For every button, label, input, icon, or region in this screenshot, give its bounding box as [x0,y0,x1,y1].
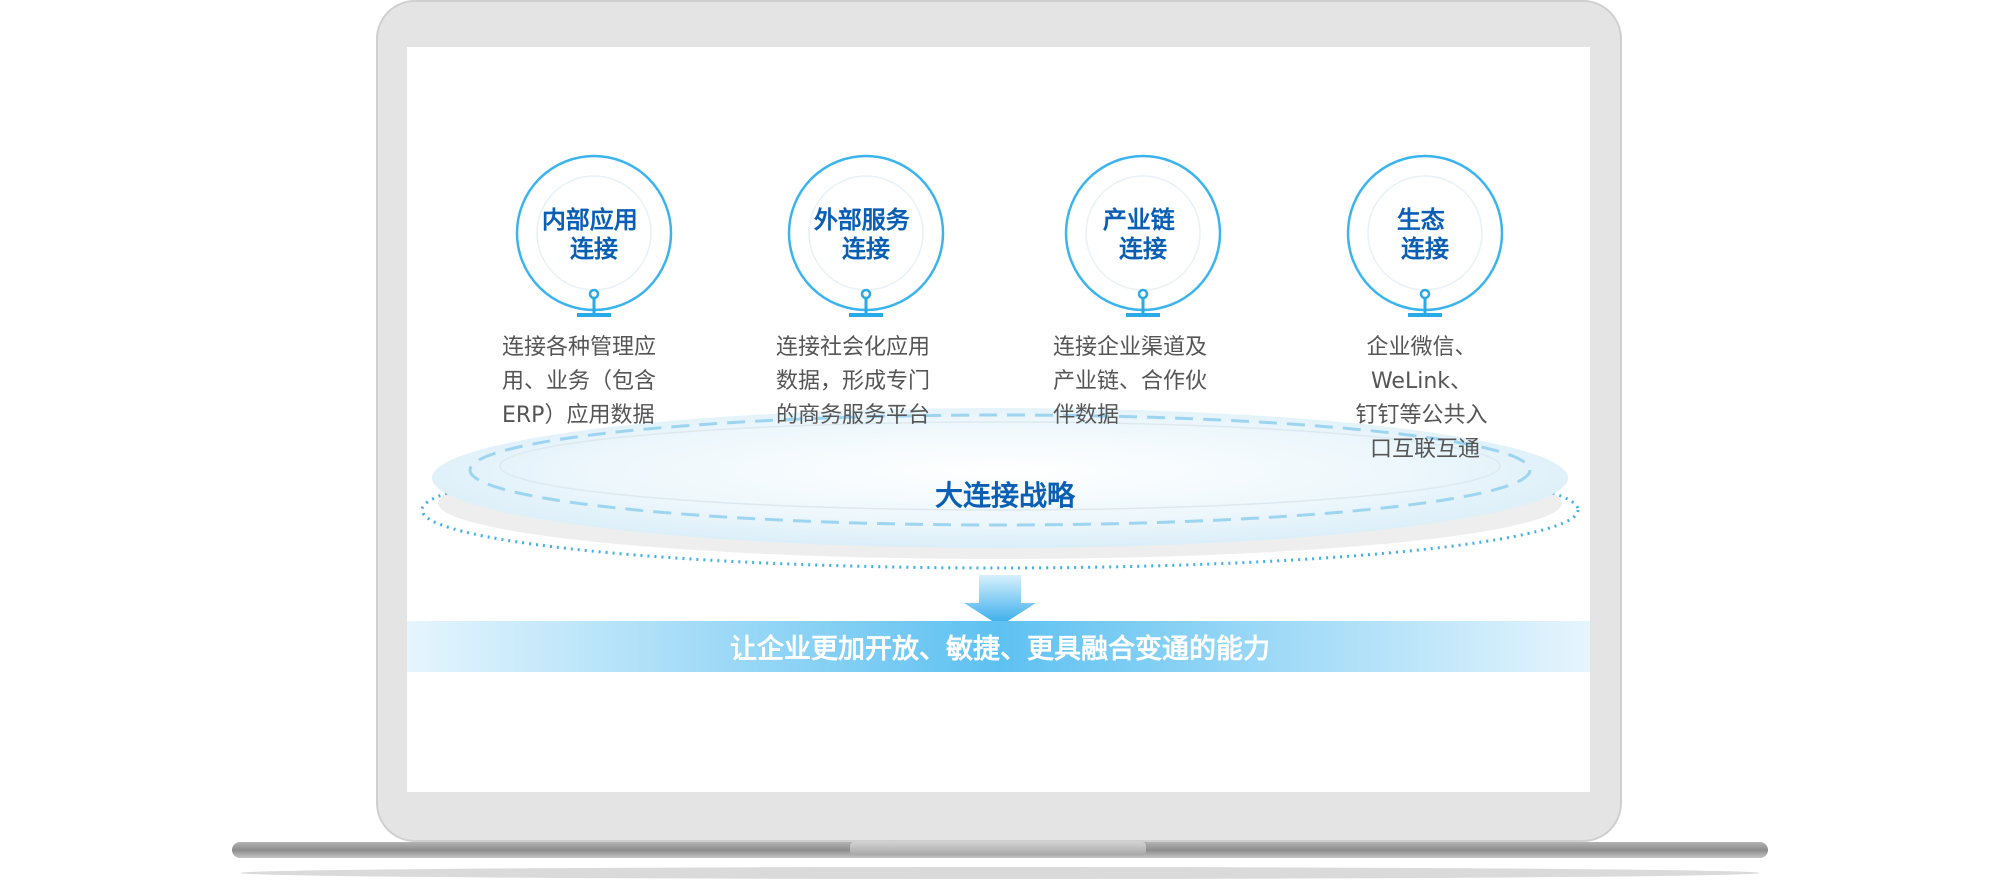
node-desc-line: 连接各种管理应 [502,335,656,360]
node-title-line: 生态 [1397,206,1445,234]
pin-connector-icon [1408,288,1442,317]
node-title-line: 外部服务 [814,206,911,234]
node-external-service: 外部服务 连接 连接社会化应用 数据，形成专门 的商务服务平台 [776,154,945,428]
node-desc: 连接各种管理应 用、业务（包含 ERP）应用数据 [502,335,663,428]
node-desc-line: 用、业务（包含 [502,369,656,394]
banner-text: 让企业更加开放、敏捷、更具融合变通的能力 [730,633,1270,665]
node-title-line: 连接 [1401,235,1449,263]
node-title: 产业链 连接 [1103,206,1183,263]
node-title-line: 连接 [570,235,618,263]
node-desc-line: 数据，形成专门 [776,369,930,394]
down-arrow-icon [964,575,1036,626]
platform-dashed-ring [468,413,1532,527]
node-title: 外部服务 连接 [814,206,918,263]
node-title: 内部应用 连接 [542,206,646,263]
pin-connector-icon [577,288,611,317]
node-title-line: 连接 [1119,235,1167,263]
platform-dotted-ring [420,450,1580,570]
node-internal-app: 内部应用 连接 连接各种管理应 用、业务（包含 ERP）应用数据 [502,154,673,428]
node-industry-chain: 产业链 连接 连接企业渠道及 产业链、合作伙 伴数据 [1053,154,1222,428]
node-desc-line: 钉钉等公共入 [1355,403,1487,428]
node-desc-line: 连接企业渠道及 [1053,335,1207,360]
node-desc-line: 产业链、合作伙 [1053,369,1207,394]
pin-connector-icon [1126,288,1160,317]
platform-inner-ring [499,421,1501,511]
strategy-platform: 大连接战略 [420,408,1580,570]
node-title: 生态 连接 [1397,206,1453,263]
node-desc-line: ERP）应用数据 [502,403,654,428]
capability-banner: 让企业更加开放、敏捷、更具融合变通的能力 [407,621,1590,672]
node-desc-line: 连接社会化应用 [776,335,930,360]
node-desc: 连接企业渠道及 产业链、合作伙 伴数据 [1053,335,1214,428]
node-title-line: 产业链 [1103,206,1176,234]
node-desc: 企业微信、 WeLink、 钉钉等公共入 口互联互通 [1355,335,1494,462]
pin-connector-icon [849,288,883,317]
platform-label: 大连接战略 [935,479,1076,512]
node-desc-line: 口互联互通 [1370,437,1480,462]
platform-disc [432,408,1568,548]
node-desc-line: WeLink、 [1371,369,1472,394]
banner-band [407,621,1590,672]
node-title-line: 内部应用 [542,206,638,234]
connection-nodes: 内部应用 连接 连接各种管理应 用、业务（包含 ERP）应用数据 外部服务 连接 [502,154,1504,462]
node-desc: 连接社会化应用 数据，形成专门 的商务服务平台 [776,335,937,428]
node-desc-line: 伴数据 [1053,403,1119,428]
node-title-line: 连接 [842,235,890,263]
laptop-base-shadow [240,867,1760,879]
node-desc-line: 的商务服务平台 [776,403,930,428]
laptop-notch [850,842,1146,855]
node-desc-line: 企业微信、 [1366,335,1476,360]
node-ecosystem: 生态 连接 企业微信、 WeLink、 钉钉等公共入 口互联互通 [1346,154,1504,462]
